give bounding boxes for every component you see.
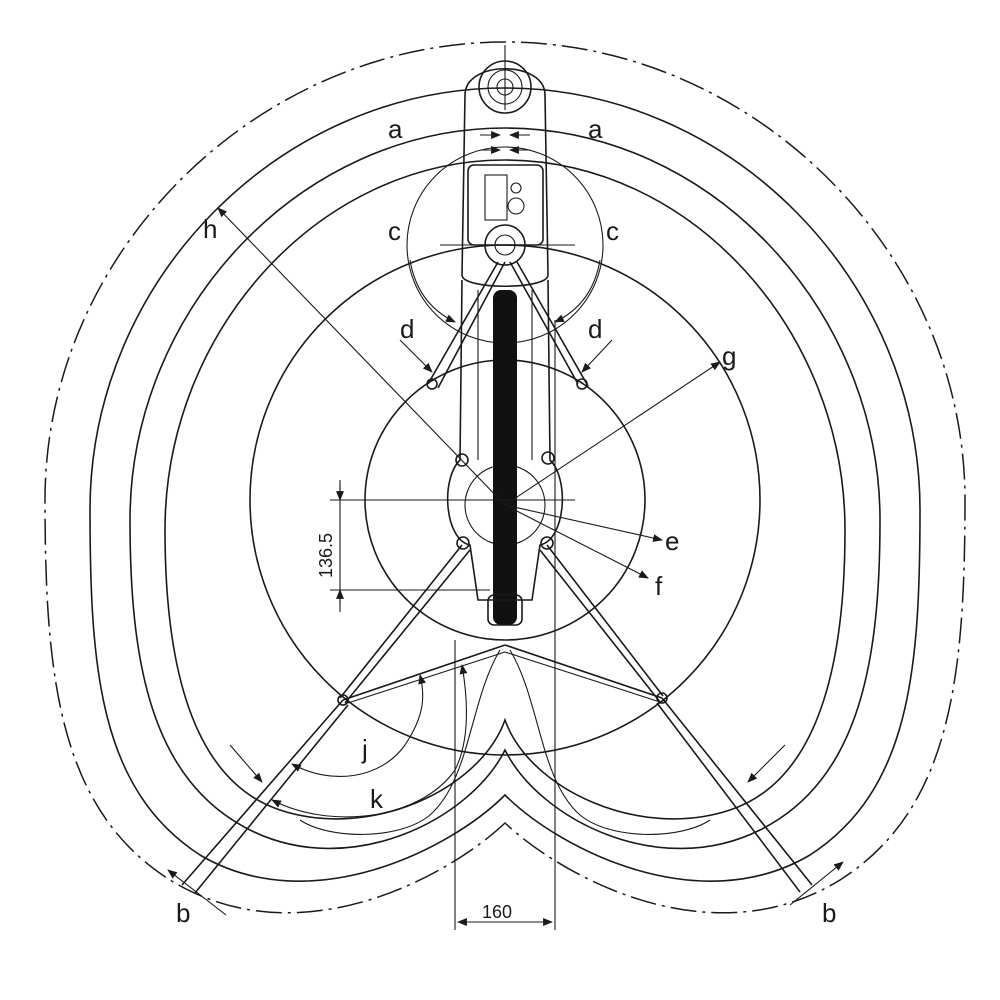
dim-c-left [409, 259, 456, 323]
dim-f [504, 504, 649, 579]
joint-lower-right [656, 692, 668, 704]
label-h: h [203, 214, 217, 244]
dim-c-right [554, 259, 601, 323]
link-lower-right-a [546, 544, 664, 697]
link-d-left-1 [427, 261, 499, 385]
link-lower-right-b [539, 549, 661, 703]
bolt-upper-left [455, 453, 469, 467]
b-ext-right-2 [656, 702, 801, 893]
label-d-left: d [400, 314, 414, 344]
connector-2 [507, 197, 525, 215]
dim-k-arc [271, 664, 468, 818]
central-arm-body [493, 290, 517, 625]
forearm-outline [446, 279, 564, 601]
label-b-right: b [822, 898, 836, 928]
b-ext-left-1 [181, 699, 344, 886]
bolt-lower-left [456, 536, 470, 550]
bolt-upper-right [541, 451, 555, 465]
connector-1 [510, 182, 522, 194]
label-c-right: c [606, 216, 619, 246]
dim-right-arc-arrow [747, 744, 786, 783]
label-a-left: a [388, 114, 403, 144]
controller-box [467, 164, 544, 246]
label-b-left: b [176, 898, 190, 928]
link-lower-left-b [344, 549, 471, 704]
b-tick-left [167, 869, 227, 916]
ref-line-left-top [342, 644, 506, 701]
label-d-right: d [588, 314, 602, 344]
link-d-right-2 [516, 261, 589, 387]
dim-e [504, 504, 663, 542]
envelope-3 [129, 127, 881, 850]
label-c-left: c [388, 216, 401, 246]
d-joint-left [426, 378, 438, 390]
inner-lobe-right [509, 649, 711, 835]
label-j: j [361, 734, 368, 764]
link-lower-left-a [339, 544, 463, 699]
base-block [487, 594, 523, 626]
b-tick-right [789, 861, 844, 906]
label-k: k [370, 784, 384, 814]
dim-text-160: 160 [482, 902, 512, 922]
dim-j-arc [291, 674, 427, 777]
ref-line-right-lower [504, 651, 658, 702]
d-joint-right [576, 378, 588, 390]
envelope-outer-dashdot [44, 41, 966, 914]
dim-text-1365: 136.5 [316, 533, 336, 578]
label-e: e [665, 526, 679, 556]
dim-left-arc-arrow [229, 744, 263, 783]
dim-d-left [399, 339, 433, 373]
link-d-left-2 [437, 261, 506, 389]
dim-d-right [581, 339, 613, 373]
envelope-4 [164, 159, 846, 820]
label-g: g [722, 341, 736, 371]
controller-panel [484, 174, 508, 221]
dim-h [217, 207, 506, 506]
dim-g [504, 361, 721, 506]
b-ext-left-2 [194, 704, 349, 894]
b-ext-right-1 [661, 697, 813, 886]
link-d-right-1 [509, 261, 579, 385]
inner-lobe-left [299, 649, 501, 835]
bolt-lower-right [540, 536, 554, 550]
ref-line-right-top [504, 644, 663, 699]
label-f: f [655, 571, 663, 601]
label-a-right: a [588, 114, 603, 144]
